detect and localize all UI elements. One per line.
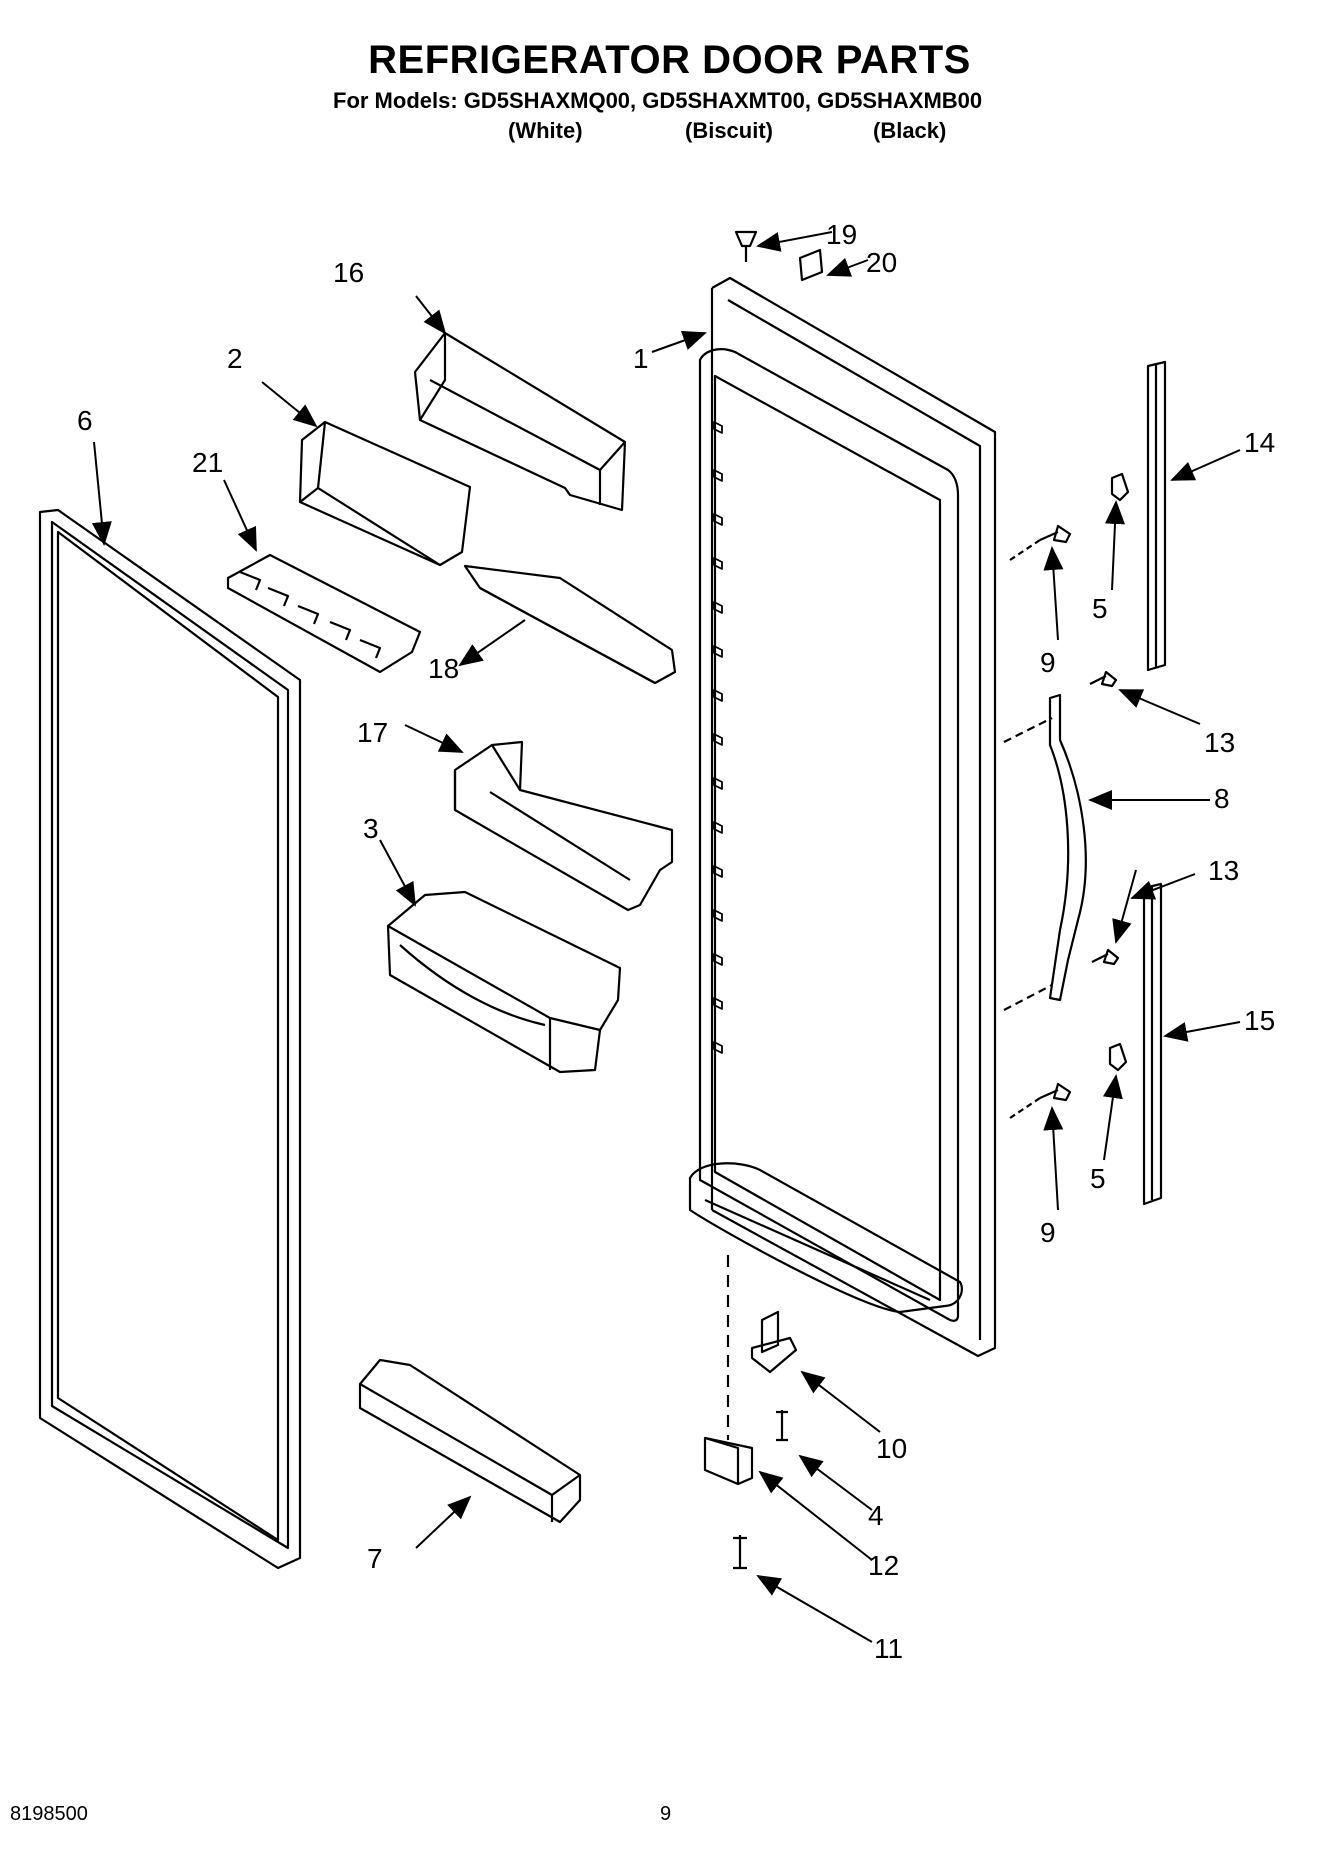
callout-16: 16 — [333, 257, 364, 288]
callout-5-lower: 5 — [1090, 1163, 1106, 1194]
page-title: REFRIGERATOR DOOR PARTS — [368, 38, 971, 82]
callout-10: 10 — [876, 1433, 907, 1464]
callout-4: 4 — [868, 1500, 884, 1531]
callout-7: 7 — [367, 1543, 383, 1574]
callout-17: 17 — [357, 717, 388, 748]
color-black: (Black) — [873, 118, 947, 143]
plug-part-19 — [734, 230, 758, 262]
callout-3: 3 — [363, 813, 379, 844]
callout-20: 20 — [866, 247, 897, 278]
models-line: For Models: GD5SHAXMQ00, GD5SHAXMT00, GD… — [333, 88, 983, 113]
hinge-bracket-part-12 — [703, 1436, 754, 1486]
callout-8: 8 — [1214, 783, 1230, 814]
screw-part-9-upper — [1009, 524, 1072, 561]
color-white: (White) — [508, 118, 583, 143]
callout-numbers: 16 2 6 21 18 17 3 7 1 19 20 14 5 9 13 8 … — [77, 219, 1275, 1664]
bottom-bin-part-7 — [358, 1358, 582, 1524]
part-number: 8198500 — [10, 1803, 88, 1825]
hinge-pin-part-10 — [750, 1310, 798, 1374]
screw-part-9-lower — [1009, 1082, 1072, 1119]
callout-11: 11 — [874, 1633, 903, 1664]
callout-18: 18 — [428, 653, 459, 684]
screw-part-13-upper — [1089, 670, 1118, 688]
callout-5-upper: 5 — [1092, 593, 1108, 624]
clip-part-5-upper — [1110, 472, 1130, 502]
callout-6: 6 — [77, 405, 93, 436]
color-biscuit: (Biscuit) — [685, 118, 773, 143]
clip-part-5-lower — [1108, 1042, 1128, 1072]
callout-12: 12 — [868, 1550, 899, 1581]
page-number: 9 — [660, 1803, 672, 1825]
screw-part-11 — [733, 1535, 747, 1570]
liner-shelf-dimples — [713, 421, 723, 1054]
callout-14: 14 — [1244, 427, 1275, 458]
callout-15: 15 — [1244, 1005, 1275, 1036]
callout-2: 2 — [227, 343, 243, 374]
label-part-20 — [798, 248, 824, 282]
callout-1: 1 — [633, 343, 649, 374]
door-bin-part-3 — [386, 890, 622, 1074]
callout-13-lower: 13 — [1208, 855, 1239, 886]
callout-9-upper: 9 — [1040, 647, 1056, 678]
dairy-compartment-part-16 — [413, 331, 627, 512]
door-gasket-part-6 — [38, 508, 302, 1570]
door-liner-part-1 — [688, 276, 997, 1358]
handle-part-8 — [1003, 693, 1087, 1011]
leader-arrows — [91, 231, 1241, 1643]
egg-tray-part-21 — [226, 553, 422, 674]
trim-strip-part-14 — [1146, 360, 1167, 672]
callout-19: 19 — [826, 219, 857, 250]
trim-strip-part-15 — [1142, 882, 1163, 1206]
screw-part-4 — [776, 1410, 788, 1442]
dairy-door-part-2 — [298, 420, 472, 567]
door-bin-part-17 — [453, 740, 674, 912]
callout-13-upper: 13 — [1204, 727, 1235, 758]
screw-part-13-lower — [1091, 948, 1120, 966]
callout-21: 21 — [192, 447, 223, 478]
callout-9-lower: 9 — [1040, 1217, 1056, 1248]
shelf-trim-part-18 — [463, 564, 677, 685]
